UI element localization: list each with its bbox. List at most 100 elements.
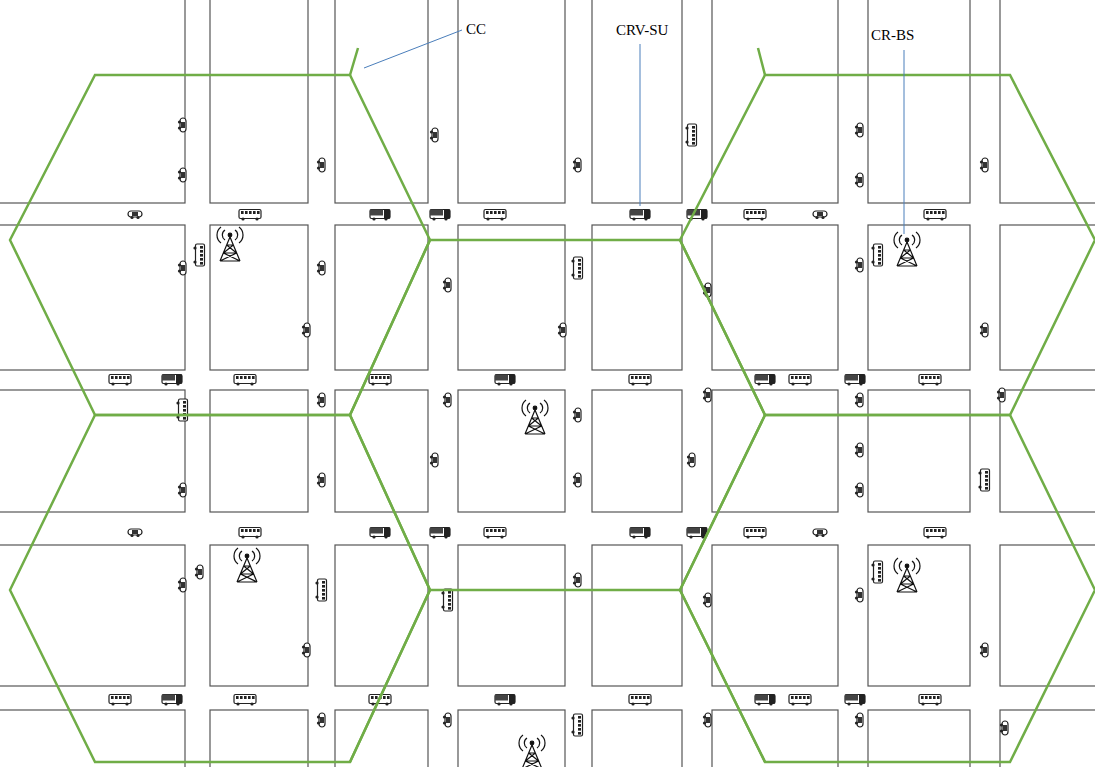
vehicle-icon — [980, 158, 988, 172]
city-block — [868, 710, 970, 767]
vehicle-icon — [317, 158, 325, 172]
callout-label: CRV-SU — [616, 22, 668, 39]
vehicle-icon — [980, 643, 988, 657]
leader-line — [640, 44, 641, 206]
vehicle-icon — [430, 128, 438, 142]
city-block — [210, 390, 308, 512]
city-block — [868, 390, 970, 512]
vehicle-icon — [855, 258, 863, 272]
vehicle-icon — [1000, 721, 1008, 735]
vehicle-icon — [441, 589, 452, 611]
vehicle-icon — [980, 323, 988, 337]
city-block — [868, 0, 970, 203]
city-block — [592, 390, 682, 512]
vehicle-icon — [128, 211, 142, 219]
vehicle-icon — [630, 210, 650, 221]
vehicle-icon — [430, 453, 438, 467]
cell-hexagon — [680, 75, 1095, 415]
vehicle-icon — [495, 375, 515, 386]
base-station-icon — [522, 400, 548, 434]
leader-line — [904, 50, 905, 234]
city-block — [712, 225, 838, 370]
vehicle-icon — [430, 528, 450, 539]
vehicle-icon — [687, 453, 695, 467]
city-block — [592, 710, 682, 767]
city-block — [1000, 710, 1095, 767]
vehicle-icon — [845, 695, 865, 706]
vehicle-icon — [855, 393, 863, 407]
city-block — [712, 710, 838, 767]
callout-label: CR-BS — [871, 27, 914, 44]
base-station-icon — [217, 227, 243, 261]
vehicle-icon — [443, 713, 451, 727]
vehicle-icon — [430, 210, 450, 221]
city-block — [458, 390, 565, 512]
vehicle-icon — [924, 528, 946, 539]
vehicle-icon — [109, 695, 131, 706]
vehicle-icon — [571, 714, 582, 736]
vehicle-icon — [687, 528, 707, 539]
city-block — [592, 0, 682, 203]
vehicle-icon — [573, 573, 581, 587]
vehicle-icon — [685, 124, 696, 146]
vehicle-icon — [302, 323, 310, 337]
vehicle-icon — [789, 375, 811, 386]
city-block — [458, 0, 565, 203]
vehicle-icon — [744, 528, 766, 539]
city-block — [1000, 225, 1095, 370]
vehicle-icon — [630, 528, 650, 539]
vehicle-icon — [176, 399, 187, 421]
city-block — [458, 545, 565, 686]
city-block — [458, 710, 565, 767]
vehicle-icon — [871, 561, 882, 583]
city-block — [210, 710, 308, 767]
vehicle-icon — [484, 210, 506, 221]
city-block — [1000, 0, 1095, 203]
city-block — [592, 225, 682, 370]
city-block — [712, 545, 838, 686]
base-station-icon — [234, 548, 260, 582]
callout-label: CC — [466, 21, 486, 38]
leader-lines — [364, 30, 904, 234]
vehicle-icon — [178, 483, 186, 497]
vehicle-icon — [789, 695, 811, 706]
city-block — [868, 545, 970, 686]
vehicle-icon — [573, 158, 581, 172]
vehicle-icon — [703, 593, 711, 607]
vehicle-icon — [193, 244, 204, 266]
vehicle-icon — [128, 529, 142, 537]
city-block — [0, 0, 185, 203]
vehicle-icon — [369, 375, 391, 386]
city-block — [0, 225, 185, 370]
vehicle-icon — [178, 578, 186, 592]
city-block — [868, 225, 970, 370]
vehicle-icon — [234, 375, 256, 386]
vehicle-icon — [703, 713, 711, 727]
vehicle-icon — [744, 210, 766, 221]
vehicle-icon — [178, 261, 186, 275]
vehicle-icon — [845, 375, 865, 386]
vehicle-icon — [855, 588, 863, 602]
vehicle-icon — [239, 528, 261, 539]
vehicle-icon — [855, 173, 863, 187]
vehicle-icon — [571, 257, 582, 279]
vehicle-icon — [495, 695, 515, 706]
vehicle-icon — [755, 375, 775, 386]
base-station-icon — [894, 558, 920, 592]
vehicle-icon — [855, 443, 863, 457]
cell-hexagon — [10, 415, 430, 762]
city-block — [592, 545, 682, 686]
city-block — [210, 545, 308, 686]
vehicle-icon — [162, 695, 182, 706]
vehicle-icon — [484, 528, 506, 539]
vehicle-icon — [443, 393, 451, 407]
city-block — [712, 390, 838, 512]
vehicle-icon — [239, 210, 261, 221]
vehicle-icon — [855, 713, 863, 727]
vehicle-icon — [871, 244, 882, 266]
vehicle-icon — [919, 375, 941, 386]
vehicle-icon — [629, 375, 651, 386]
